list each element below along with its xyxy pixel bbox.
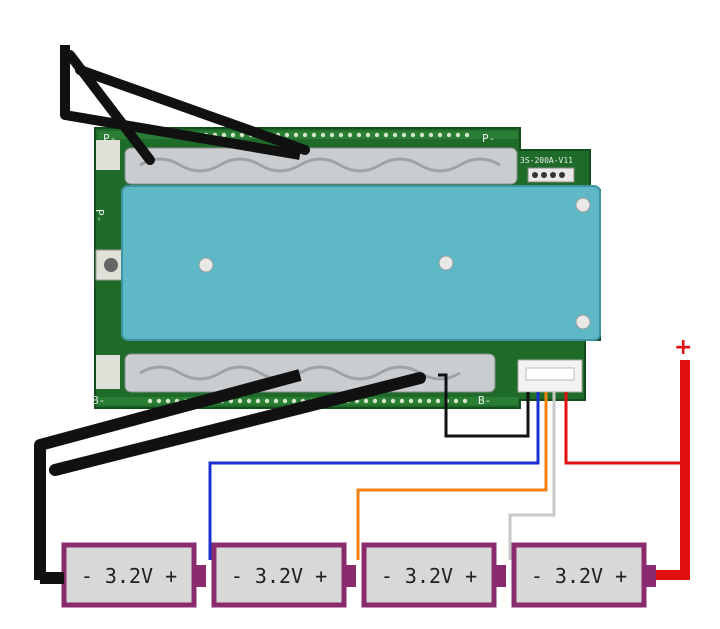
pcb-via xyxy=(147,398,153,404)
battery-cell: - 3.2V + xyxy=(211,542,356,608)
heatsink-plate xyxy=(121,185,601,341)
pcb-via xyxy=(437,132,443,138)
screw-icon xyxy=(575,197,591,213)
positive-lead-red xyxy=(655,360,690,580)
balance-wire-orange xyxy=(356,392,548,560)
pcb-via xyxy=(282,398,288,404)
pcb-via xyxy=(399,398,405,404)
pcb-via xyxy=(417,398,423,404)
pcb-via xyxy=(464,132,470,138)
pcb-via xyxy=(273,398,279,404)
pcb-via xyxy=(347,132,353,138)
screw-icon xyxy=(575,314,591,330)
pcb-corner-pad-bottom xyxy=(96,355,120,389)
pcb-via xyxy=(311,132,317,138)
pcb-via xyxy=(392,132,398,138)
pcb-via xyxy=(291,398,297,404)
board-model-label: 3S-200A-V11 xyxy=(520,156,573,165)
pcb-header-pins xyxy=(527,167,575,183)
balance-wire-black xyxy=(438,373,530,438)
pcb-via xyxy=(320,132,326,138)
balance-wire-red xyxy=(564,392,685,465)
cell-label: - 3.2V + xyxy=(81,564,177,588)
pcb-via xyxy=(264,398,270,404)
battery-cell: - 3.2V + xyxy=(361,542,506,608)
output-cable-p-minus xyxy=(60,45,310,165)
pcb-via xyxy=(408,398,414,404)
pad-label-p-minus-side: P- xyxy=(93,209,106,222)
pcb-via xyxy=(284,132,290,138)
pcb-via xyxy=(383,132,389,138)
pcb-via xyxy=(426,398,432,404)
pcb-via xyxy=(390,398,396,404)
pcb-via xyxy=(455,132,461,138)
solder-strip-top xyxy=(124,147,518,185)
pcb-via xyxy=(230,132,236,138)
balance-wire-blue xyxy=(208,392,540,560)
pcb-via xyxy=(255,398,261,404)
cell-label: - 3.2V + xyxy=(381,564,477,588)
pcb-via xyxy=(453,398,459,404)
pcb-via xyxy=(374,132,380,138)
pad-label-p-minus-top-right: P- xyxy=(482,132,495,145)
pcb-via xyxy=(246,398,252,404)
pcb-via xyxy=(410,132,416,138)
mounting-hole-icon xyxy=(104,258,118,272)
pcb-via xyxy=(239,132,245,138)
pcb-edge-strip-top xyxy=(98,131,518,139)
positive-terminal-label: + xyxy=(674,335,692,360)
pcb-via xyxy=(363,398,369,404)
pcb-via xyxy=(302,132,308,138)
pcb-via xyxy=(356,132,362,138)
pcb-via xyxy=(428,132,434,138)
cell-label: - 3.2V + xyxy=(531,564,627,588)
pcb-corner-pad-top xyxy=(96,140,120,170)
balance-connector xyxy=(517,359,583,393)
balance-wire-white xyxy=(508,392,556,560)
battery-cell: - 3.2V + xyxy=(61,542,206,608)
pcb-via xyxy=(446,132,452,138)
pcb-via xyxy=(293,132,299,138)
pcb-via xyxy=(462,398,468,404)
pcb-via xyxy=(221,132,227,138)
pcb-via xyxy=(435,398,441,404)
pcb-via xyxy=(338,132,344,138)
pcb-via xyxy=(237,398,243,404)
battery-cells: - 3.2V + - 3.2V + - 3.2V + - 3.2V + xyxy=(61,542,656,608)
pcb-via xyxy=(372,398,378,404)
pad-label-b-minus-bottom-left: B- xyxy=(92,394,105,407)
cell-label: - 3.2V + xyxy=(231,564,327,588)
pcb-via-row-top xyxy=(167,132,470,138)
pcb-via xyxy=(401,132,407,138)
pcb-via xyxy=(381,398,387,404)
screw-icon xyxy=(198,257,214,273)
pcb-via xyxy=(165,398,171,404)
pad-label-p-minus-top-left: P- xyxy=(103,132,116,145)
battery-cell: - 3.2V + xyxy=(511,542,656,608)
screw-icon xyxy=(438,255,454,271)
pcb-via xyxy=(419,132,425,138)
solder-strip-bottom xyxy=(124,353,496,393)
pcb-via xyxy=(365,132,371,138)
pad-label-b-minus-bottom-right: B- xyxy=(478,394,491,407)
pcb-via xyxy=(156,398,162,404)
input-cable-b-minus xyxy=(34,369,426,580)
pcb-via xyxy=(329,132,335,138)
